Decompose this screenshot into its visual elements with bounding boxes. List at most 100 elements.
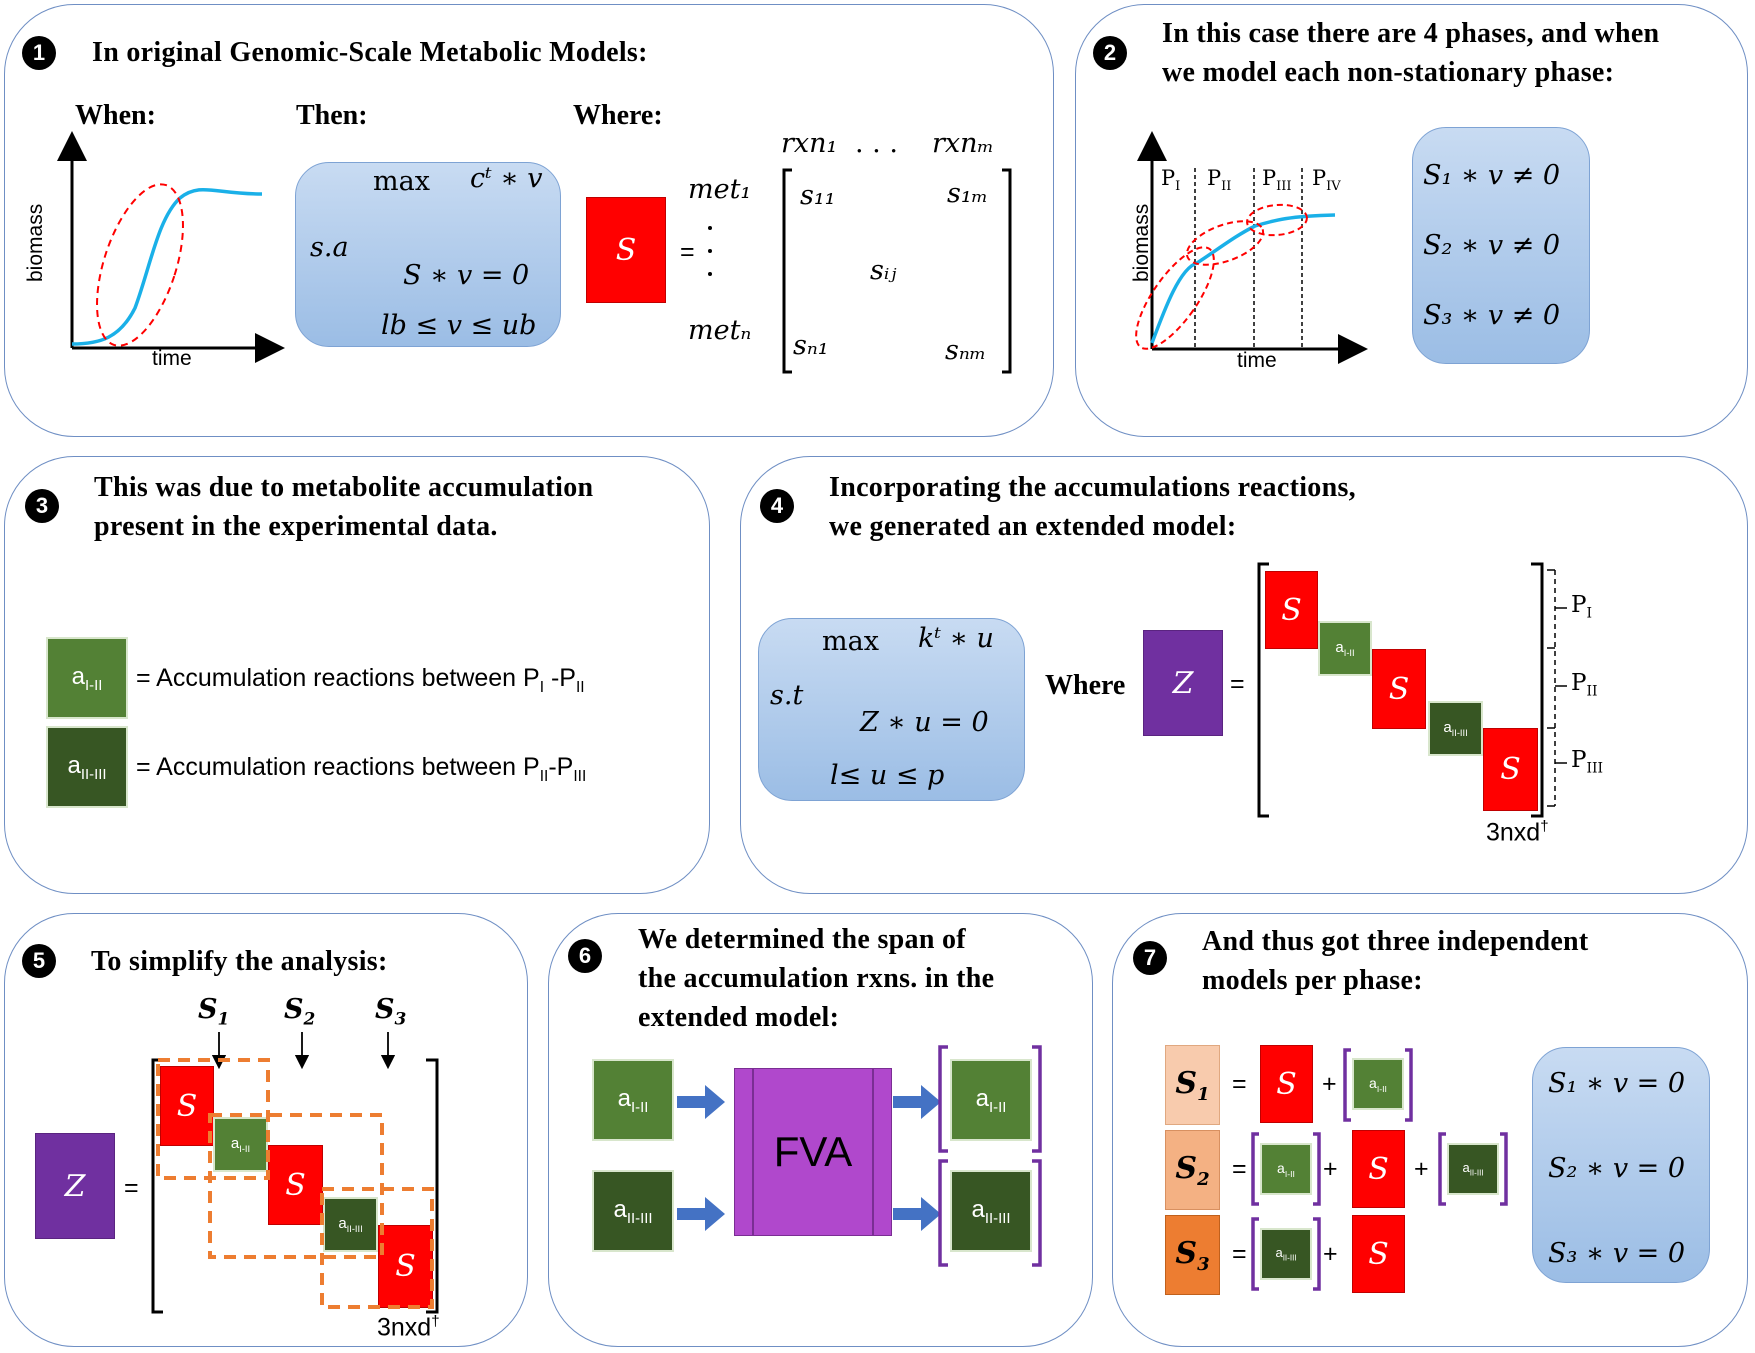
arrow-out-2 xyxy=(893,1197,941,1231)
step-number-5: 5 xyxy=(22,944,56,978)
phase2-axis-y: biomass xyxy=(1130,203,1153,282)
growth-curve-plot xyxy=(57,131,285,363)
panel-four-phases xyxy=(1075,4,1748,437)
p4-phase-2: PII xyxy=(1571,670,1598,700)
s-label-arrows xyxy=(211,1032,396,1070)
r1-equals: = xyxy=(1232,1070,1247,1098)
fva-output-brackets xyxy=(938,1045,1042,1267)
fva-input-a23: aII-III xyxy=(592,1170,674,1252)
block5-a12: aI-II xyxy=(213,1117,268,1172)
entry-snm: sₙₘ xyxy=(945,335,987,366)
model-S1: S1 xyxy=(1165,1045,1220,1125)
panel6-title-line1: We determined the span of xyxy=(638,924,966,955)
r2-a12: aI-II xyxy=(1260,1143,1312,1195)
panel7-title-line2: models per phase: xyxy=(1202,965,1423,996)
panel4-title-line1: Incorporating the accumulations reaction… xyxy=(829,472,1356,503)
step-number-3: 3 xyxy=(25,489,59,523)
block5-S1: S xyxy=(160,1066,214,1146)
growth-curve xyxy=(71,187,263,346)
r3-a23: aII-III xyxy=(1260,1228,1312,1280)
fva-arrows xyxy=(677,1085,941,1231)
lp4-objective: kᵗ ∗ u xyxy=(918,623,994,654)
growth-curve-2 xyxy=(1150,213,1336,344)
accum-row1-text: = Accumulation reactions between PI -PII xyxy=(136,664,585,696)
entry-s11: s₁₁ xyxy=(800,180,836,211)
fva-input-a12: aI-II xyxy=(592,1059,674,1141)
panel5-title: To simplify the analysis: xyxy=(91,946,388,977)
phase-label-1: PI xyxy=(1161,166,1181,195)
col-dots: . . . xyxy=(855,128,898,159)
p4-phase-3: PIII xyxy=(1571,747,1604,777)
accum-row2-text: = Accumulation reactions between PII-PII… xyxy=(136,753,587,785)
lp1-constraint: S ∗ v = 0 xyxy=(403,260,530,291)
phase-brace-4 xyxy=(1547,569,1567,807)
lp1-max: max xyxy=(373,166,430,197)
fva-box xyxy=(734,1068,892,1236)
z-matrix-block: Z xyxy=(1143,630,1223,736)
dim-label-4: 3nxd† xyxy=(1486,818,1549,847)
r2-a23: aII-III xyxy=(1447,1143,1499,1195)
axis-x-label: time xyxy=(152,347,192,370)
lp-box-4 xyxy=(758,618,1025,801)
r2-equals: = xyxy=(1232,1155,1247,1183)
panel1-title: In original Genomic-Scale Metabolic Mode… xyxy=(92,37,648,68)
a-II-III-box: aII-III xyxy=(46,726,128,808)
step-number-6: 6 xyxy=(568,939,602,973)
phase-label-4: PIV xyxy=(1312,166,1341,195)
s-label-1: S1 xyxy=(198,994,230,1030)
r1-plus: + xyxy=(1322,1070,1337,1098)
lp4-st: s.t xyxy=(770,680,804,711)
lp1-sa: s.a xyxy=(310,232,349,263)
step-number-4: 4 xyxy=(760,489,794,523)
panel6-title-line2: the accumulation rxns. in the xyxy=(638,963,995,994)
matrix-brackets-4 xyxy=(1257,562,1544,818)
s-matrix-block: S xyxy=(586,197,666,303)
block4-S3: S xyxy=(1483,728,1538,811)
step-number-7: 7 xyxy=(1133,941,1167,975)
col-rxn-first: rxn₁ xyxy=(781,128,838,159)
block4-S2: S xyxy=(1372,649,1426,729)
row-dots xyxy=(708,226,712,276)
model-S2: S2 xyxy=(1165,1130,1220,1210)
entry-s1m: s₁ₘ xyxy=(947,178,989,209)
arrow-in-1 xyxy=(677,1085,725,1119)
fva-output-a12: aI-II xyxy=(950,1059,1032,1141)
then-label: Then: xyxy=(296,100,368,131)
panel6-title-line3: extended model: xyxy=(638,1002,840,1033)
r1-a12: aI-II xyxy=(1352,1058,1404,1110)
r3-plus: + xyxy=(1323,1240,1338,1268)
r2-S: S xyxy=(1352,1130,1405,1208)
r2-brackets-right xyxy=(1438,1132,1508,1206)
r1-brackets xyxy=(1343,1048,1413,1122)
panel2-title-line1: In this case there are 4 phases, and whe… xyxy=(1162,18,1660,49)
seq-2: S₂ ∗ v = 0 xyxy=(1548,1153,1686,1184)
col-rxn-last: rxnₘ xyxy=(932,128,995,159)
z-matrix-block-5: Z xyxy=(35,1133,115,1239)
neq-2: S₂ ∗ v ≠ 0 xyxy=(1423,230,1561,261)
stationary-eq-box xyxy=(1532,1047,1710,1283)
panel3-title-line1: This was due to metabolite accumulation xyxy=(94,472,594,503)
entry-sij: sᵢⱼ xyxy=(870,255,897,286)
lp1-objective: cᵗ ∗ v xyxy=(470,163,543,194)
r1-S: S xyxy=(1260,1045,1313,1123)
panel7-title-line1: And thus got three independent xyxy=(1202,926,1589,957)
equals-sign: = xyxy=(680,238,695,266)
a-I-II-box: aI-II xyxy=(46,637,128,719)
nonstationary-eq-box xyxy=(1412,127,1590,364)
fva-label: FVA xyxy=(773,1128,853,1175)
step-number-1: 1 xyxy=(22,36,56,70)
matrix-brackets-1 xyxy=(782,168,1012,374)
block4-a12: aI-II xyxy=(1318,621,1372,676)
block4-S1: S xyxy=(1265,571,1318,649)
block4-a23: aII-III xyxy=(1428,701,1483,756)
arrow-out-1 xyxy=(893,1085,941,1119)
s-label-3: S3 xyxy=(375,994,407,1030)
r3-brackets xyxy=(1251,1217,1321,1291)
neq-1: S₁ ∗ v ≠ 0 xyxy=(1423,160,1561,191)
neq-3: S₃ ∗ v ≠ 0 xyxy=(1423,300,1561,331)
equals-sign-5: = xyxy=(124,1174,139,1202)
dashed-region xyxy=(96,183,184,347)
phase2-axis-x: time xyxy=(1237,349,1277,372)
block5-S2: S xyxy=(268,1145,323,1225)
axis-y-label: biomass xyxy=(24,203,47,282)
